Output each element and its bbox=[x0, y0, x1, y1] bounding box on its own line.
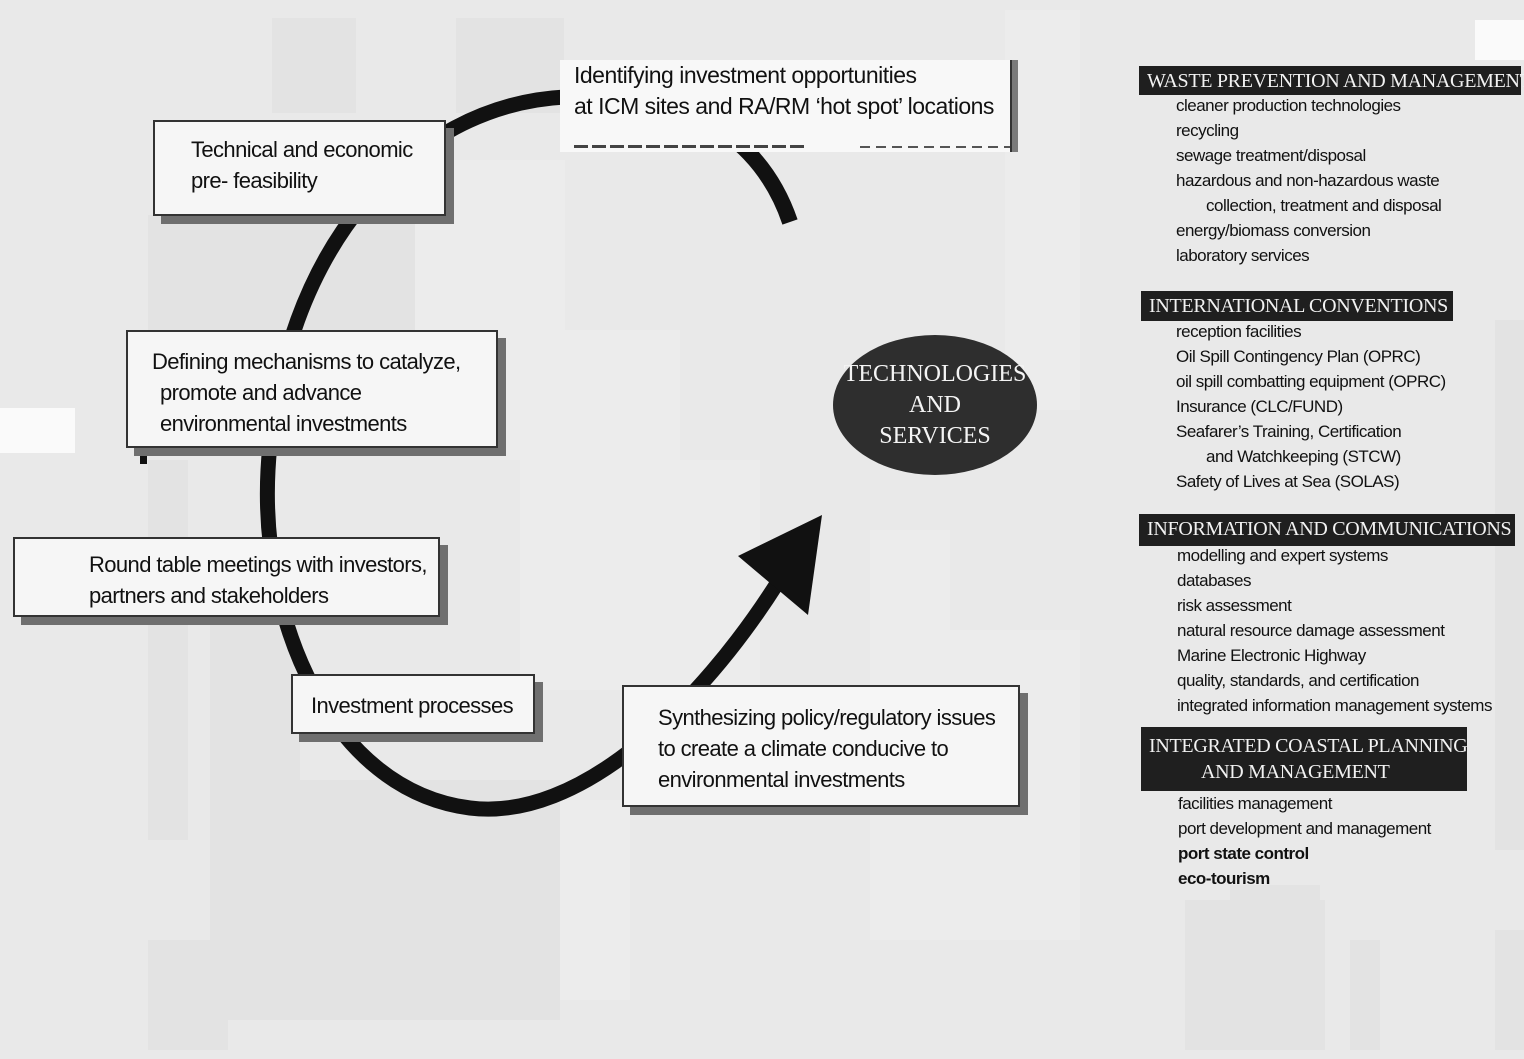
list-item: Insurance (CLC/FUND) bbox=[1176, 397, 1343, 416]
list-item: reception facilities bbox=[1176, 322, 1302, 341]
center-label-line: AND bbox=[909, 391, 961, 418]
list-item: databases bbox=[1177, 571, 1251, 590]
category-heading-waste: WASTE PREVENTION AND MANAGEMENT bbox=[1139, 66, 1524, 95]
center-label-line: SERVICES bbox=[879, 422, 991, 449]
list-item: energy/biomass conversion bbox=[1176, 221, 1371, 240]
box-text-line: partners and stakeholders bbox=[89, 583, 329, 608]
background-block bbox=[1495, 320, 1524, 850]
technologies-services-ellipse: TECHNOLOGIES AND SERVICES bbox=[833, 335, 1037, 475]
dash-divider bbox=[574, 145, 804, 148]
background-block bbox=[1005, 10, 1080, 410]
list-item: oil spill combatting equipment (OPRC) bbox=[1176, 372, 1446, 391]
background-block bbox=[272, 18, 356, 113]
investment-processes-box: Investment processes bbox=[291, 674, 535, 734]
list-item: Seafarer’s Training, Certification bbox=[1176, 422, 1402, 441]
list-item: hazardous and non-hazardous waste bbox=[1176, 171, 1440, 190]
box-text-line: to create a climate conducive to bbox=[658, 736, 949, 761]
category-heading-information: INFORMATION AND COMMUNICATIONS bbox=[1139, 514, 1515, 546]
heading-line: INTEGRATED COASTAL PLANNING bbox=[1149, 735, 1468, 757]
list-item: port state control bbox=[1178, 844, 1309, 863]
box-text-line: at ICM sites and RA/RM ‘hot spot’ locati… bbox=[574, 93, 994, 119]
technical-feasibility-box: Technical and economic pre- feasibility bbox=[153, 120, 446, 216]
list-item: collection, treatment and disposal bbox=[1206, 196, 1442, 215]
box-text-line: promote and advance bbox=[160, 380, 362, 405]
list-item: Oil Spill Contingency Plan (OPRC) bbox=[1176, 347, 1421, 366]
category-list-coastal: facilities management port development a… bbox=[1178, 791, 1431, 891]
list-item: risk assessment bbox=[1177, 596, 1292, 615]
list-item: port development and management bbox=[1178, 819, 1431, 838]
round-table-box: Round table meetings with investors, par… bbox=[13, 537, 440, 617]
list-item: cleaner production technologies bbox=[1176, 96, 1401, 115]
defining-mechanisms-box: Defining mechanisms to catalyze, promote… bbox=[126, 330, 498, 448]
category-heading-conventions: INTERNATIONAL CONVENTIONS bbox=[1141, 291, 1453, 321]
box-text-line: Identifying investment opportunities bbox=[574, 62, 917, 88]
heading-line: AND MANAGEMENT bbox=[1201, 761, 1390, 783]
background-block bbox=[1350, 940, 1380, 1050]
list-item: natural resource damage assessment bbox=[1177, 621, 1445, 640]
list-item: integrated information management system… bbox=[1177, 696, 1492, 715]
category-list-information: modelling and expert systems databases r… bbox=[1177, 543, 1492, 718]
list-item: eco-tourism bbox=[1178, 869, 1270, 888]
box-text-line: environmental investments bbox=[160, 411, 407, 436]
background-block bbox=[500, 330, 680, 460]
background-block bbox=[148, 940, 228, 1050]
box-text-line: environmental investments bbox=[658, 767, 905, 792]
list-item: sewage treatment/disposal bbox=[1176, 146, 1366, 165]
background-block bbox=[0, 408, 75, 453]
background-block bbox=[560, 800, 630, 1000]
box-text-line: Round table meetings with investors, bbox=[89, 552, 428, 577]
background-block bbox=[148, 460, 188, 840]
list-item: facilities management bbox=[1178, 794, 1332, 813]
list-item: modelling and expert systems bbox=[1177, 546, 1388, 565]
box-text-line: Investment processes bbox=[311, 693, 514, 718]
arrowhead-icon bbox=[738, 515, 822, 615]
cycle-marker bbox=[140, 450, 147, 464]
list-item: laboratory services bbox=[1176, 246, 1310, 265]
background-block bbox=[1475, 20, 1524, 60]
list-item: and Watchkeeping (STCW) bbox=[1206, 447, 1401, 466]
list-item: quality, standards, and certification bbox=[1177, 671, 1419, 690]
list-item: recycling bbox=[1176, 121, 1239, 140]
synthesizing-policy-box: Synthesizing policy/regulatory issues to… bbox=[622, 685, 1020, 807]
background-block bbox=[300, 780, 560, 1020]
dash-divider bbox=[860, 146, 1010, 148]
box-text-line: Defining mechanisms to catalyze, bbox=[152, 349, 461, 374]
list-item: Marine Electronic Highway bbox=[1177, 646, 1366, 665]
list-item: Safety of Lives at Sea (SOLAS) bbox=[1176, 472, 1400, 491]
category-heading-coastal: INTEGRATED COASTAL PLANNING AND MANAGEME… bbox=[1141, 727, 1468, 791]
box-text-line: Synthesizing policy/regulatory issues bbox=[658, 705, 996, 730]
box-text-line: Technical and economic bbox=[191, 137, 413, 162]
background-block bbox=[1495, 930, 1524, 1050]
background-block bbox=[1230, 885, 1320, 940]
center-label-line: TECHNOLOGIES bbox=[843, 360, 1027, 387]
box-text-line: pre- feasibility bbox=[191, 168, 318, 193]
category-list-waste: cleaner production technologies recyclin… bbox=[1176, 93, 1442, 268]
category-list-conventions: reception facilities Oil Spill Contingen… bbox=[1176, 319, 1446, 494]
identifying-opportunities-box: Identifying investment opportunities at … bbox=[560, 60, 1012, 152]
